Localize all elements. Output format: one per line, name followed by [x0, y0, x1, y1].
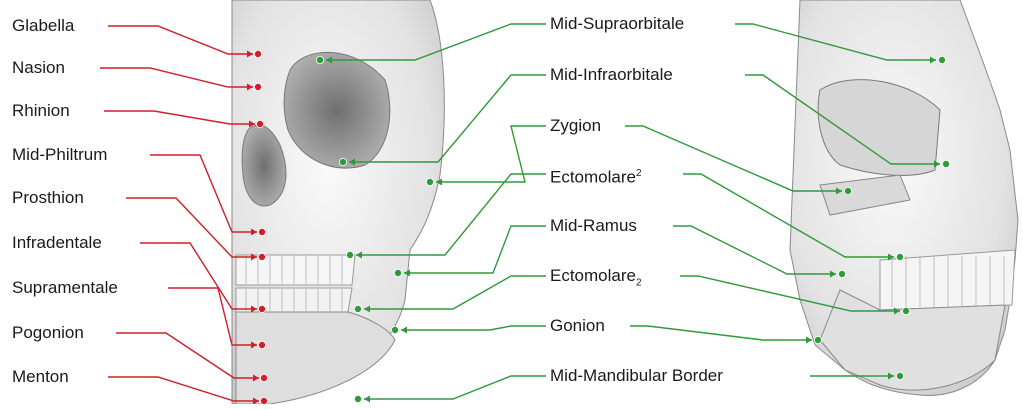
dot-front-mid-supraorbitale	[316, 56, 323, 63]
ectomolare-lower-subscript: 2	[636, 277, 642, 288]
leader-front-gonion	[401, 326, 546, 330]
dot-side-mid-mandibular-border	[896, 372, 903, 379]
label-glabella: Glabella	[10, 16, 76, 36]
label-prosthion: Prosthion	[10, 188, 86, 208]
label-ectomolare-upper: Ectomolare2	[548, 164, 644, 188]
label-menton: Menton	[10, 367, 71, 387]
dot-side-mid-ramus	[838, 270, 845, 277]
dot-front-mid-ramus	[394, 269, 401, 276]
label-mid-supraorbitale: Mid-Supraorbitale	[548, 14, 686, 34]
leader-side-gonion	[630, 326, 812, 340]
dot-front-mid-mandibular-border	[354, 395, 361, 402]
dot-nasion	[254, 83, 261, 90]
frontal-upper-teeth	[236, 255, 355, 285]
label-zygion: Zygion	[548, 116, 603, 136]
label-infradentale: Infradentale	[10, 233, 104, 253]
dot-prosthion	[258, 253, 265, 260]
arrowhead-side-gonion	[806, 337, 812, 344]
dot-rhinion	[256, 120, 263, 127]
label-mid-ramus: Mid-Ramus	[548, 216, 639, 236]
dot-front-ectomolare-upper	[346, 251, 353, 258]
dot-mid-philtrum	[258, 228, 265, 235]
dot-glabella	[254, 50, 261, 57]
label-mid-mandibular-border: Mid-Mandibular Border	[548, 366, 725, 386]
dot-infradentale	[258, 305, 265, 312]
dot-front-ectomolare-lower	[354, 305, 361, 312]
dot-side-gonion	[814, 336, 821, 343]
label-nasion: Nasion	[10, 58, 67, 78]
arrowhead-front-gonion	[401, 327, 407, 334]
label-gonion: Gonion	[548, 316, 607, 336]
dot-menton	[260, 397, 267, 404]
dot-supramentale	[258, 341, 265, 348]
dot-front-zygion	[426, 178, 433, 185]
leader-nasion	[100, 68, 253, 87]
label-mid-infraorbitale: Mid-Infraorbitale	[548, 65, 675, 85]
leader-glabella	[108, 26, 253, 54]
dot-side-ectomolare-lower	[902, 307, 909, 314]
arrowhead-front-mid-mandibular-border	[364, 396, 370, 403]
dot-side-ectomolare-upper	[896, 253, 903, 260]
leader-front-mid-ramus	[404, 226, 546, 273]
dot-front-mid-infraorbitale	[339, 158, 346, 165]
dot-side-zygion	[844, 187, 851, 194]
ectomolare-upper-superscript: 2	[636, 168, 642, 179]
label-supramentale: Supramentale	[10, 278, 120, 298]
label-rhinion: Rhinion	[10, 101, 72, 121]
dot-front-gonion	[391, 326, 398, 333]
label-mid-philtrum: Mid-Philtrum	[10, 145, 109, 165]
frontal-mandible	[236, 312, 395, 404]
label-pogonion: Pogonion	[10, 323, 86, 343]
leader-front-mid-mandibular-border	[364, 376, 546, 399]
label-ectomolare-lower: Ectomolare2	[548, 266, 644, 293]
dot-side-mid-infraorbitale	[942, 160, 949, 167]
dot-side-mid-supraorbitale	[938, 56, 945, 63]
dot-pogonion	[260, 374, 267, 381]
